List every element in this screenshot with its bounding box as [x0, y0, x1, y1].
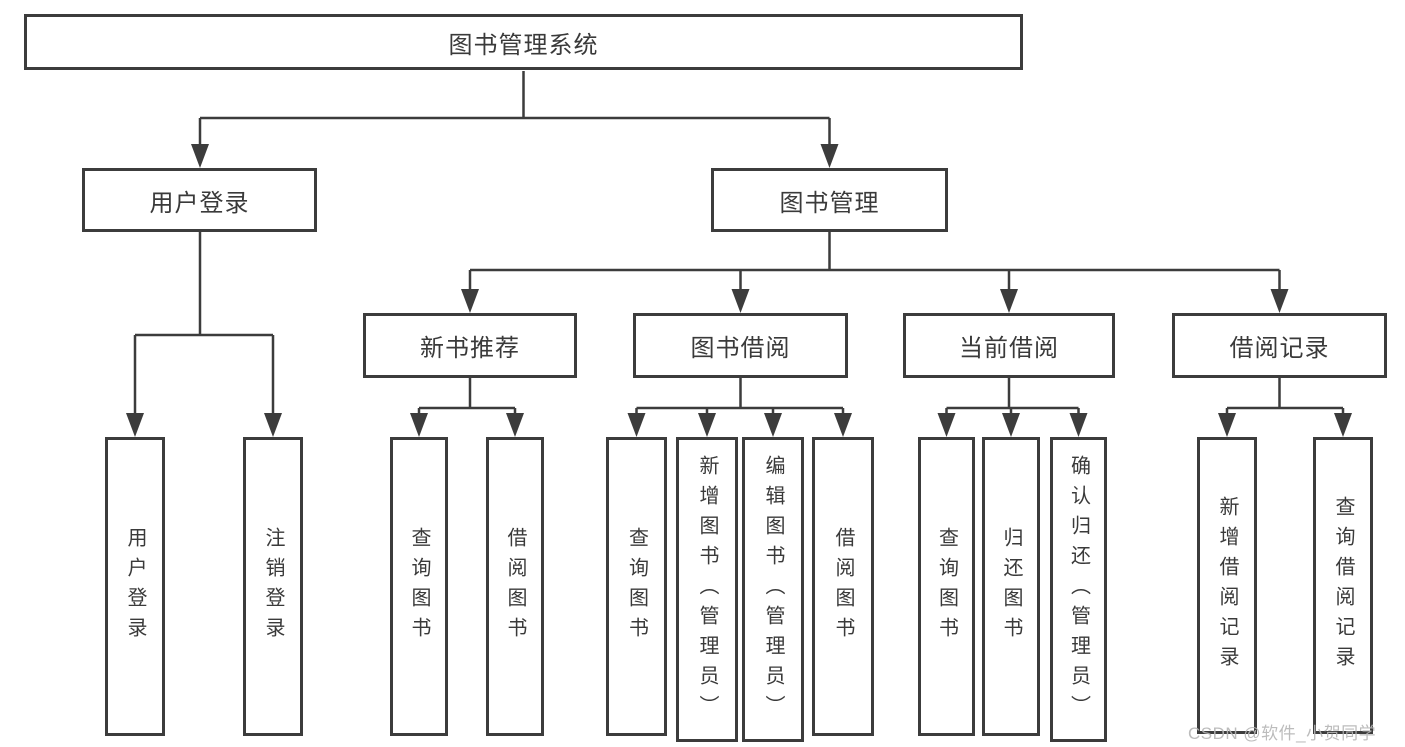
node-leaf-current-query-books: 查询图书 — [918, 437, 975, 736]
node-borrowing-records: 借阅记录 — [1172, 313, 1387, 378]
node-leaf-add-borrow-record: 新增借阅记录 — [1197, 437, 1257, 734]
node-leaf-newbook-borrow-books: 借阅图书 — [486, 437, 544, 736]
node-leaf-confirm-return-admin: 确认归还（管理员） — [1050, 437, 1107, 742]
node-library-management-system: 图书管理系统 — [24, 14, 1023, 70]
node-leaf-add-books-admin: 新增图书（管理员） — [676, 437, 738, 742]
node-leaf-newbook-query-books: 查询图书 — [390, 437, 448, 736]
node-book-borrowing: 图书借阅 — [633, 313, 848, 378]
csdn-watermark: CSDN @软件_小贺同学 — [1188, 724, 1377, 743]
node-current-borrowing: 当前借阅 — [903, 313, 1115, 378]
node-book-management: 图书管理 — [711, 168, 948, 232]
node-leaf-user-login: 用户登录 — [105, 437, 165, 736]
arrowheads — [126, 144, 1352, 437]
node-leaf-return-books: 归还图书 — [982, 437, 1040, 736]
node-leaf-logout: 注销登录 — [243, 437, 303, 736]
node-leaf-query-borrow-record: 查询借阅记录 — [1313, 437, 1373, 734]
node-leaf-borrow-books: 借阅图书 — [812, 437, 874, 736]
node-leaf-borrow-query-books: 查询图书 — [606, 437, 667, 736]
node-leaf-edit-books-admin: 编辑图书（管理员） — [742, 437, 804, 742]
node-user-login: 用户登录 — [82, 168, 317, 232]
node-new-book-recommend: 新书推荐 — [363, 313, 577, 378]
